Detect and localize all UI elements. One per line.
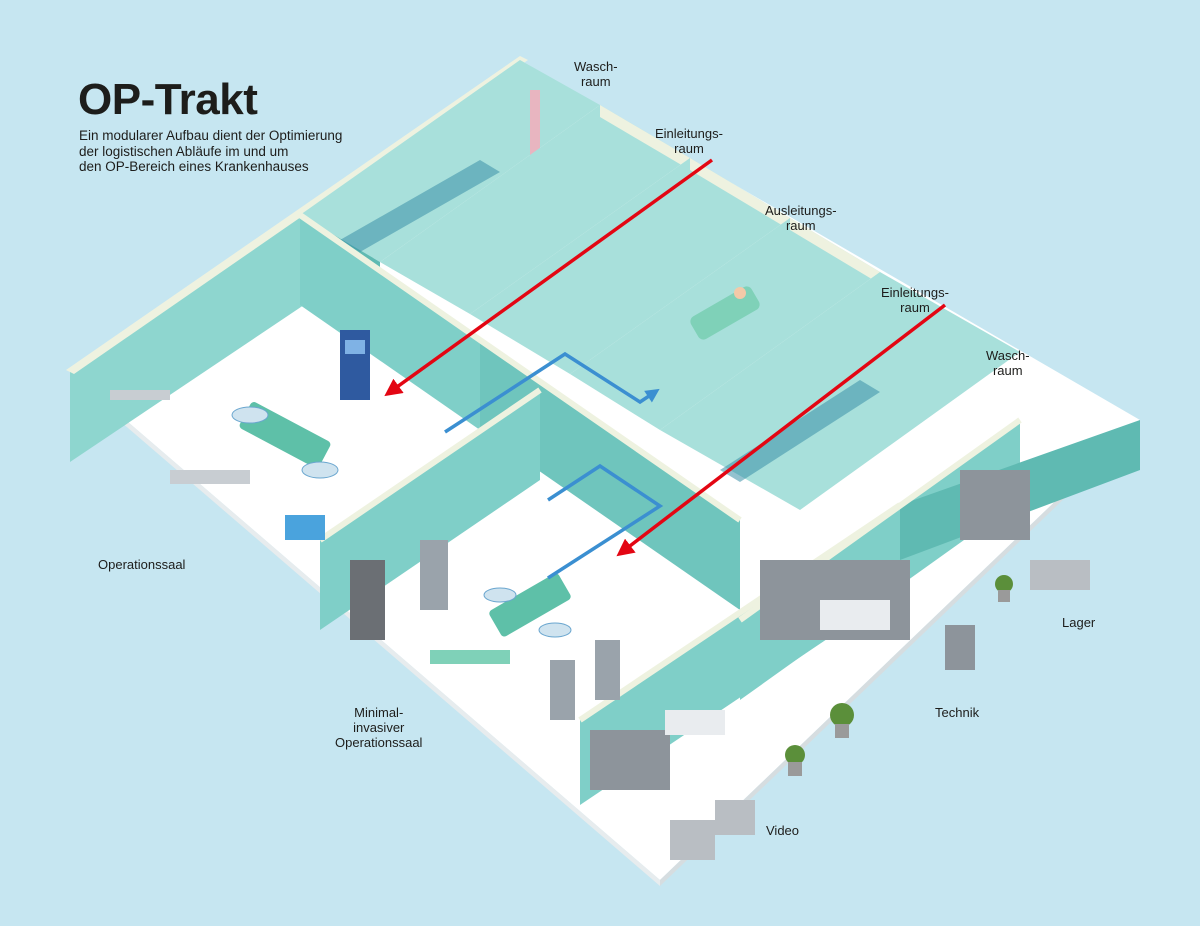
label-lager: Lager <box>1062 615 1096 630</box>
patient-path-arrow-mid <box>616 303 947 557</box>
label-operationssaal: Operationssaal <box>98 557 186 572</box>
label-einleitungsraum-top: Einleitungs- raum <box>655 126 723 156</box>
page-subtitle: Ein modularer Aufbau dient der Optimieru… <box>79 128 379 175</box>
staff-path-arrow <box>444 351 660 434</box>
label-minimalinvasiver-operationssaal: Minimal- invasiver Operationssaal <box>335 705 423 750</box>
video-desk <box>590 710 755 860</box>
patient-path-arrow-top <box>384 158 714 397</box>
label-video: Video <box>766 823 800 838</box>
subtitle-line: Ein modularer Aufbau dient der Optimieru… <box>79 128 343 143</box>
subtitle-line: der logistischen Abläufe im und um <box>79 143 289 159</box>
minimalinvasiver-equipment <box>350 540 620 720</box>
plant-icon <box>785 575 1013 776</box>
room-strip-waschraum-right <box>660 272 1020 510</box>
label-technik: Technik <box>935 705 980 720</box>
outer-wall-top <box>66 56 528 374</box>
label-einleitungsraum-mid: Einleitungs- raum <box>881 285 949 315</box>
staff-path-line <box>547 463 664 580</box>
label-ausleitungsraum: Ausleitungs- raum <box>765 203 837 233</box>
label-waschraum-right: Wasch- raum <box>986 348 1030 378</box>
wall-central-corridor <box>480 340 740 610</box>
ausleitungsraum-bed <box>690 286 760 340</box>
room-strip-einleitung-top <box>380 105 690 314</box>
label-waschraum-top: Wasch- raum <box>574 59 618 89</box>
wall-operationssaal-back <box>300 215 480 430</box>
room-strip-ausleitung <box>470 158 790 374</box>
page-title: OP-Trakt <box>78 75 258 124</box>
operationssaal-equipment <box>110 330 370 540</box>
subtitle-line: den OP-Bereich eines Krankenhauses <box>79 159 309 174</box>
technik-racks <box>760 560 910 640</box>
lager-cabinets <box>945 470 1090 670</box>
